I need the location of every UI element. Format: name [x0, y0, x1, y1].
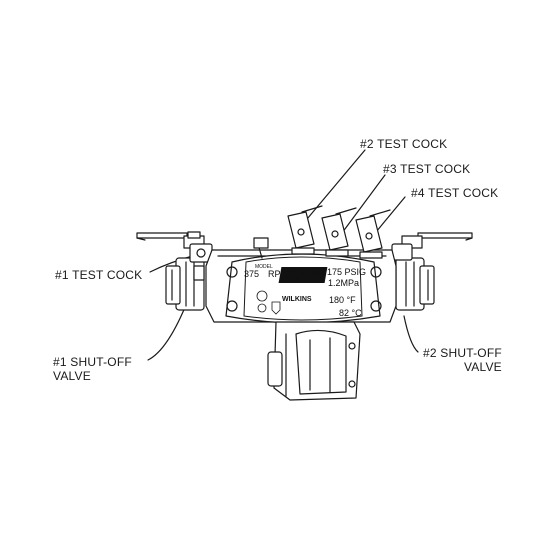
- certification-seal-1: [256, 290, 268, 302]
- callout-test-cock-2: #2 TEST COCK: [360, 137, 448, 151]
- test-cock-3-body: [321, 207, 357, 257]
- nameplate-model-type: RP: [268, 269, 281, 279]
- callout-shutoff-valve-1: #1 SHUT-OFF VALVE: [53, 355, 132, 383]
- nameplate-pressure-psi: 175 PSIG: [327, 267, 366, 277]
- test-cock-2-body: [287, 205, 323, 255]
- nameplate-model-number: 375: [244, 269, 259, 279]
- test-cock-4-body: [355, 209, 391, 259]
- nameplate: ZURN MODEL 375 RP 175 PSIG 1.2MPa WILKIN…: [243, 256, 366, 321]
- callout-test-cock-1: #1 TEST COCK: [55, 268, 143, 282]
- leader-lines: [147, 149, 419, 361]
- nameplate-brand: ZURN: [285, 268, 320, 282]
- nameplate-pressure-mpa: 1.2MPa: [328, 278, 359, 288]
- relief-valve: [267, 321, 361, 401]
- callout-test-cock-3: #3 TEST COCK: [383, 162, 471, 176]
- callout-shutoff-valve-2-line2: VALVE: [463, 360, 502, 374]
- nameplate-temp-c: 82 °C: [339, 308, 362, 318]
- shutoff-valve-1-body: [165, 243, 213, 311]
- nameplate-model-label: MODEL: [255, 264, 273, 270]
- nameplate-sub-brand: WILKINS: [282, 296, 312, 303]
- certification-seal-2: [257, 303, 267, 313]
- shutoff-handle-2: [401, 232, 473, 249]
- callout-shutoff-valve-1-line1: #1 SHUT-OFF: [53, 355, 132, 369]
- callout-shutoff-valve-2-line1: #2 SHUT-OFF: [423, 346, 502, 360]
- callout-test-cock-4: #4 TEST COCK: [411, 186, 499, 200]
- callout-shutoff-valve-2: #2 SHUT-OFF VALVE: [423, 346, 502, 374]
- callout-shutoff-valve-1-line2: VALVE: [53, 369, 91, 383]
- shutoff-valve-2-body: [391, 243, 435, 311]
- nameplate-temp-f: 180 °F: [329, 295, 356, 305]
- certification-shield: [271, 301, 281, 315]
